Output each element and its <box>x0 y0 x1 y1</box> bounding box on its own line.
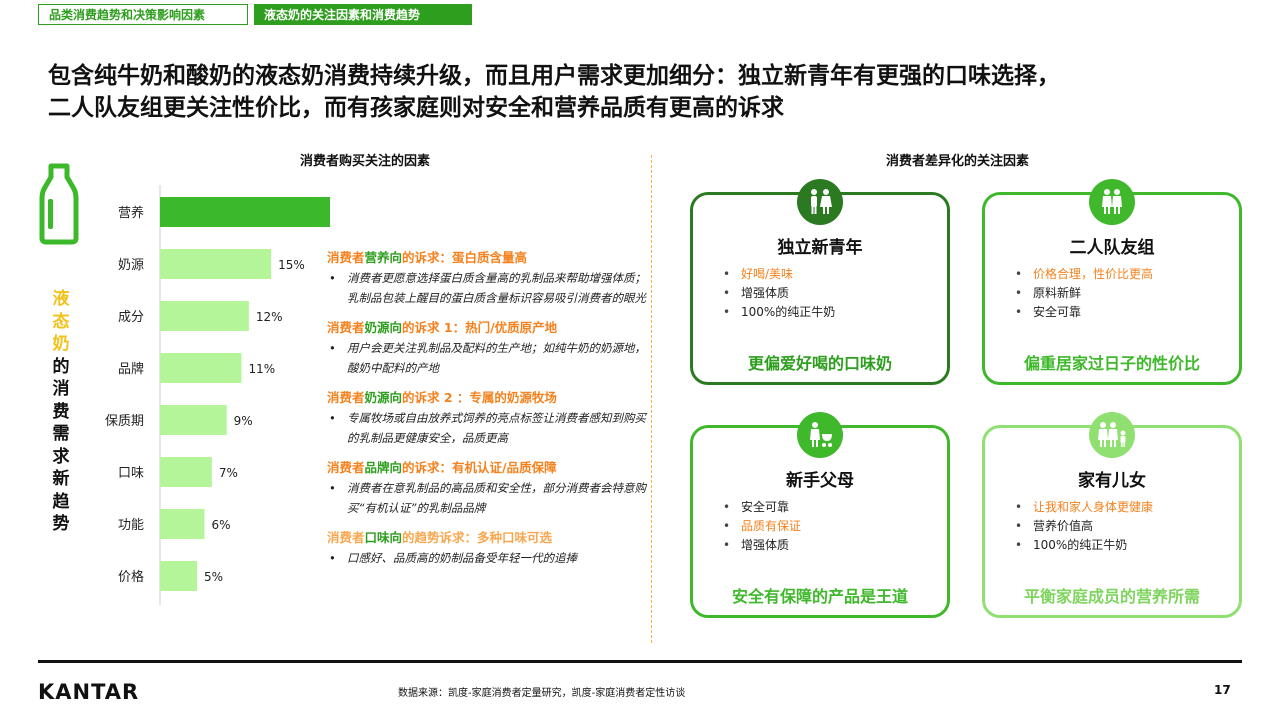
card-title: 家有儿女 <box>1078 471 1146 491</box>
claim-item: 消费者奶源向的诉求 1：热门/优质原产地用户会更关注乳制品及配料的生产地；如纯牛… <box>327 318 647 378</box>
card-title: 独立新青年 <box>777 238 863 258</box>
section-divider <box>651 155 652 643</box>
category-label: 口味 <box>118 466 144 481</box>
claim-item: 消费者奶源向的诉求 2 ：专属的奶源牧场专属牧场或自由放养式饲养的亮点标签让消费… <box>327 388 647 448</box>
value-label: 11% <box>248 362 275 376</box>
footer-divider <box>38 660 1242 663</box>
claim-text: 用户会更关注乳制品及配料的生产地；如纯牛奶的奶源地，酸奶中配料的产地 <box>327 338 647 378</box>
bar-5 <box>160 457 212 487</box>
card-title: 新手父母 <box>786 471 854 491</box>
bar-0 <box>160 197 330 227</box>
claim-text: 口感好、品质高的奶制品备受年轻一代的追捧 <box>327 548 647 568</box>
value-label: 6% <box>211 518 230 532</box>
category-label: 品牌 <box>118 361 144 377</box>
list-item: 让我和家人身体更健康 <box>1013 498 1153 517</box>
left-section-title: 消费者购买关注的因素 <box>300 154 431 169</box>
claims-list: 消费者营养向的诉求：蛋白质含量高消费者更愿意选择蛋白质含量高的乳制品来帮助增强体… <box>327 248 647 578</box>
value-label: 9% <box>234 414 253 428</box>
claim-title: 消费者奶源向的诉求 1：热门/优质原产地 <box>327 320 558 335</box>
bar-6 <box>160 509 205 539</box>
bar-7 <box>160 561 198 591</box>
list-item: 安全可靠 <box>1013 303 1153 322</box>
claim-item: 消费者品牌向的诉求：有机认证/品质保障消费者在意乳制品的高品质和安全性，部分消费… <box>327 458 647 518</box>
card-young-singles: 独立新青年 好喝/美味 增强体质 100%的纯正牛奶 更偏爱好喝的口味奶 <box>690 179 950 385</box>
category-label: 价格 <box>118 569 144 585</box>
list-item: 价格合理，性价比更高 <box>1013 265 1153 284</box>
page-number: 17 <box>1214 683 1231 697</box>
claim-text: 消费者在意乳制品的高品质和安全性，部分消费者会特意购买“有机认证”的乳制品品牌 <box>327 478 647 518</box>
category-label: 保质期 <box>105 414 144 429</box>
bar-3 <box>160 353 242 383</box>
value-label: 12% <box>256 310 283 324</box>
data-source: 数据来源：凯度-家庭消费者定量研究，凯度-家庭消费者定性访谈 <box>398 688 686 699</box>
claim-item: 消费者口味向的趋势诉求：多种口味可选口感好、品质高的奶制品备受年轻一代的追捧 <box>327 528 647 568</box>
card-list: 让我和家人身体更健康 营养价值高 100%的纯正牛奶 <box>1013 498 1153 555</box>
vertical-label: 液态奶的消费需求新趋势 <box>50 288 72 536</box>
list-item: 100%的纯正牛奶 <box>721 303 835 322</box>
list-item: 增强体质 <box>721 284 835 303</box>
bar-4 <box>160 405 227 435</box>
card-list: 价格合理，性价比更高 原料新鲜 安全可靠 <box>1013 265 1153 322</box>
right-section-title: 消费者差异化的关注因素 <box>886 154 1030 169</box>
category-label: 营养 <box>118 205 144 221</box>
list-item: 营养价值高 <box>1013 517 1153 536</box>
vertical-label-highlight: 液态奶 <box>52 289 70 354</box>
value-label: 5% <box>204 570 223 584</box>
tab-category-trends[interactable]: 品类消费趋势和决策影响因素 <box>38 4 248 25</box>
two-people-icon <box>1089 179 1135 225</box>
headline-line2: 二人队友组更关注性价比，而有孩家庭则对安全和营养品质有更高的诉求 <box>48 95 784 121</box>
list-item: 好喝/美味 <box>721 265 835 284</box>
value-label: 7% <box>219 466 238 480</box>
category-label: 功能 <box>118 518 144 533</box>
card-list: 安全可靠 品质有保证 增强体质 <box>721 498 801 555</box>
category-label: 奶源 <box>118 258 144 273</box>
card-new-parents: 新手父母 安全可靠 品质有保证 增强体质 安全有保障的产品是王道 <box>690 412 950 618</box>
claim-title: 消费者品牌向的诉求：有机认证/品质保障 <box>327 460 557 475</box>
card-list: 好喝/美味 增强体质 100%的纯正牛奶 <box>721 265 835 322</box>
milk-bottle-icon <box>39 163 79 245</box>
card-couples: 二人队友组 价格合理，性价比更高 原料新鲜 安全可靠 偏重居家过日子的性价比 <box>982 179 1242 385</box>
list-item: 原料新鲜 <box>1013 284 1153 303</box>
card-title: 二人队友组 <box>1069 238 1155 258</box>
vertical-label-rest: 的消费需求新趋势 <box>52 356 70 535</box>
list-item: 安全可靠 <box>721 498 801 517</box>
value-label: 15% <box>278 258 305 272</box>
claim-title: 消费者营养向的诉求：蛋白质含量高 <box>327 250 528 265</box>
tab-liquid-milk[interactable]: 液态奶的关注因素和消费趋势 <box>254 4 472 25</box>
card-families: 家有儿女 让我和家人身体更健康 营养价值高 100%的纯正牛奶 平衡家庭成员的营… <box>982 412 1242 618</box>
claim-title: 消费者口味向的趋势诉求：多种口味可选 <box>327 530 553 545</box>
headline-line1: 包含纯牛奶和酸奶的液态奶消费持续升级，而且用户需求更加细分：独立新青年有更强的口… <box>48 63 1060 89</box>
list-item: 品质有保证 <box>721 517 801 536</box>
card-summary: 平衡家庭成员的营养所需 <box>1023 587 1200 606</box>
claim-title: 消费者奶源向的诉求 2 ：专属的奶源牧场 <box>327 390 557 405</box>
family-icon <box>1089 412 1135 458</box>
page-title: 包含纯牛奶和酸奶的液态奶消费持续升级，而且用户需求更加细分：独立新青年有更强的口… <box>48 60 1248 124</box>
card-summary: 更偏爱好喝的口味奶 <box>747 354 892 373</box>
claim-text: 专属牧场或自由放养式饲养的亮点标签让消费者感知到购买的乳制品更健康安全，品质更高 <box>327 408 647 448</box>
list-item: 增强体质 <box>721 536 801 555</box>
bar-1 <box>160 249 272 279</box>
kantar-logo: KANTAR <box>38 680 140 704</box>
claim-item: 消费者营养向的诉求：蛋白质含量高消费者更愿意选择蛋白质含量高的乳制品来帮助增强体… <box>327 248 647 308</box>
category-label: 成分 <box>118 310 144 325</box>
card-summary: 安全有保障的产品是王道 <box>731 587 908 606</box>
claim-text: 消费者更愿意选择蛋白质含量高的乳制品来帮助增强体质；乳制品包装上醒目的蛋白质含量… <box>327 268 647 308</box>
couple-icon <box>797 179 843 225</box>
card-summary: 偏重居家过日子的性价比 <box>1023 354 1200 373</box>
parent-stroller-icon <box>797 412 843 458</box>
list-item: 100%的纯正牛奶 <box>1013 536 1153 555</box>
bar-2 <box>160 301 249 331</box>
